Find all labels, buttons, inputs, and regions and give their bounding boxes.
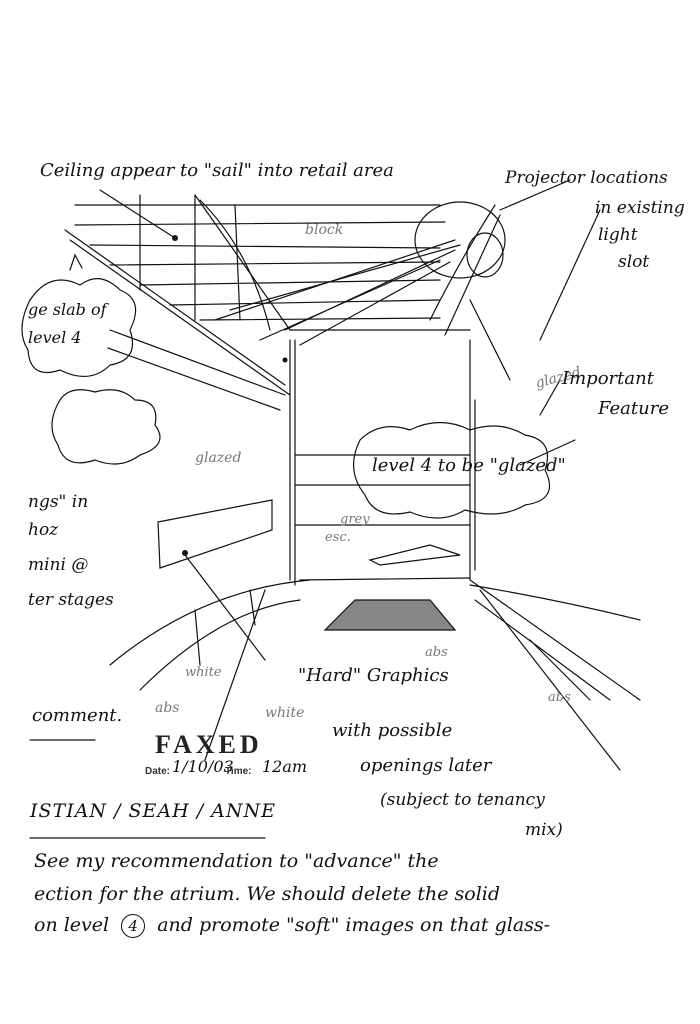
hard-graphics-line-3: openings later: [360, 755, 492, 776]
footer-line-2: ection for the atrium. We should delete …: [34, 883, 501, 905]
ceiling-note: Ceiling appear to "sail" into retail are…: [40, 160, 394, 181]
fax-time-label: Time:: [225, 766, 252, 777]
abs-label-1: abs: [425, 645, 448, 660]
hard-graphics-line-2: with possible: [332, 720, 453, 741]
abs-label-2: abs: [155, 700, 180, 716]
abs-label-3: abs: [548, 690, 571, 705]
fax-stamp-title: FAXED: [155, 730, 263, 759]
fax-date-value: 1/10/03: [172, 757, 234, 776]
grey-label: grey: [340, 512, 370, 527]
left-note-line-2: hoz: [28, 520, 59, 540]
block-label: block: [305, 222, 344, 238]
comment-label: comment.: [32, 705, 123, 726]
projector-note-line-4: slot: [618, 252, 650, 272]
projector-note-line-2: in existing: [595, 198, 685, 218]
footer-line-1: See my recommendation to "advance" the: [34, 850, 439, 872]
hard-graphics-line-5: mix): [525, 820, 563, 840]
footer-line-3-start: on level: [34, 914, 110, 936]
level4-glazed-note: level 4 to be "glazed": [372, 455, 566, 476]
level-number-circle: 4: [121, 914, 146, 938]
footer-line-3-end: and promote "soft" images on that glass-: [157, 914, 551, 936]
important-note-line-1: Important: [562, 368, 654, 389]
fax-date-label: Date:: [145, 766, 171, 777]
hard-graphics-line-1: "Hard" Graphics: [298, 665, 449, 686]
projector-note-line-3: light: [598, 225, 638, 245]
hard-graphics-line-4: (subject to tenancy: [380, 790, 545, 810]
left-note-line-1: ngs" in: [28, 492, 89, 512]
recipients: ISTIAN / SEAH / ANNE: [30, 800, 277, 822]
white-label-2: white: [265, 705, 305, 721]
projector-note-line-1: Projector locations: [505, 168, 668, 188]
left-note-line-4: ter stages: [28, 590, 114, 610]
important-note-line-2: Feature: [598, 398, 669, 419]
white-label-1: white: [185, 665, 222, 680]
footer-line-3: on level 4 and promote "soft" images on …: [34, 914, 550, 938]
slab-note-line-2: level 4: [28, 328, 82, 347]
fax-time-value: 12am: [262, 757, 308, 776]
slab-note-line-1: ge slab of: [28, 300, 107, 319]
left-note-line-3: mini @: [28, 555, 89, 575]
glazed-left-label: glazed: [195, 450, 242, 466]
esc-label: esc.: [325, 530, 351, 545]
